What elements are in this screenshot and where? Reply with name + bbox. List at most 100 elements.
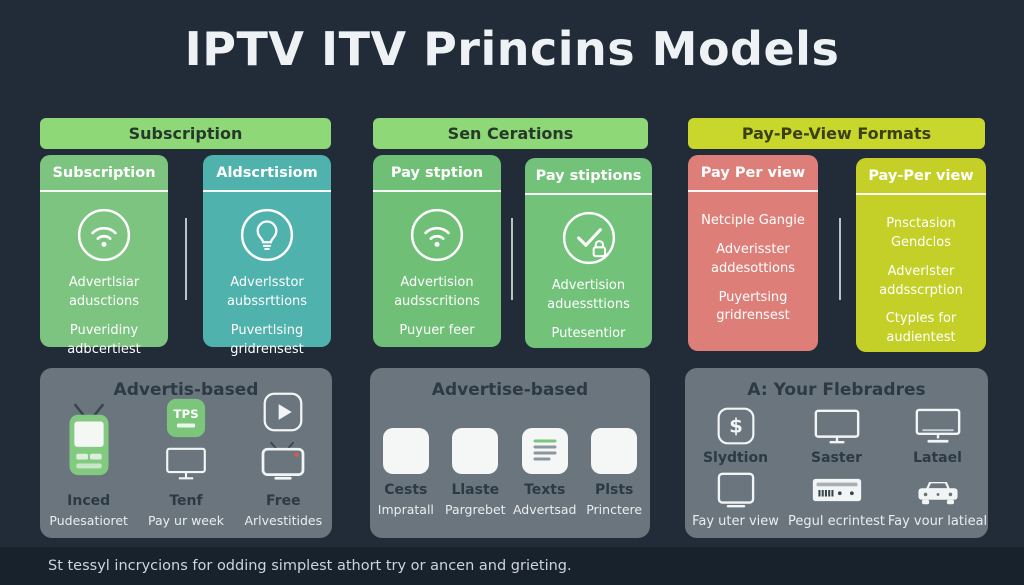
card-text: Advertision audsscritions	[394, 275, 480, 309]
item-label: Inced	[67, 493, 111, 509]
item-sublabel: Arlvestitides	[244, 513, 323, 528]
dollar-glyph: $	[729, 415, 743, 438]
column-header-sen-cerations: Sen Cerations	[373, 118, 648, 149]
item-label: Texts	[524, 482, 566, 498]
card-divider	[203, 190, 331, 192]
item-label: Saster	[811, 450, 862, 466]
card-text: Puvertlsing gridrensest	[230, 322, 304, 357]
car-icon	[913, 470, 963, 510]
monitor-stand-icon	[915, 406, 961, 446]
card-text: Netciple Gangie	[701, 213, 805, 228]
check-lock-icon	[560, 209, 618, 267]
page-title: IPTV ITV Princins Models	[184, 22, 840, 76]
card-title: Pay stiptions	[535, 168, 642, 184]
item-sublabel: Advertsad	[512, 502, 577, 517]
tablet-icon	[715, 470, 757, 510]
panel-item: Llaste Pargrebet	[442, 428, 509, 517]
card-pay-stption: Pay stption Advertision audsscritions Pu…	[373, 155, 501, 347]
panel-title: Advertis-based	[113, 380, 259, 400]
item-label: Plsts	[594, 482, 634, 498]
vertical-divider	[839, 218, 841, 300]
dollar-icon: $	[717, 406, 755, 446]
card-text: Adverisster addesottions	[711, 241, 795, 276]
vertical-divider	[511, 218, 513, 300]
app-square-icon	[382, 428, 429, 474]
card-text: Puveridiny adbcertiest	[67, 322, 141, 357]
card-title: Pay-Per view	[868, 168, 974, 184]
panel-item: Plsts Princtere	[581, 428, 648, 517]
panel-item: Saster	[786, 402, 887, 466]
panel-item: Pegul ecrintest	[786, 466, 887, 529]
item-label: Fay uter view	[692, 514, 779, 529]
footer-text: St tessyl incrycions for odding simplest…	[48, 558, 572, 574]
item-sublabel: Pudesatioret	[49, 513, 128, 528]
card-divider	[525, 193, 652, 195]
vertical-divider	[185, 218, 187, 300]
panel-title: Advertise-based	[431, 380, 589, 400]
card-subscription: Subscription Advertlsiar adusctions Puve…	[40, 155, 168, 357]
column-header-subscription: Subscription	[40, 118, 331, 149]
wifi-icon	[408, 206, 466, 264]
item-label: Cests	[384, 482, 428, 498]
card-text: Puyertsing gridrensest	[716, 289, 790, 324]
monitor-icon	[165, 447, 207, 485]
lightbulb-icon	[238, 206, 296, 264]
card-text: Advertlsiar adusctions	[68, 275, 140, 309]
item-label: Llaste	[451, 482, 500, 498]
panel-your-flebradres: A: Your Flebradres $ Slydtion	[685, 368, 988, 538]
set-top-box-icon	[811, 470, 863, 510]
item-label: Fay vour latieal	[887, 514, 988, 529]
card-pay-per-view: Pay Per view Netciple Gangie Adverisster…	[688, 155, 818, 351]
panel-item: TPS Tenf Pay ur week	[138, 398, 234, 528]
retro-tv-icon	[63, 403, 115, 485]
card-divider	[688, 190, 818, 192]
item-label: Tenf	[169, 493, 203, 509]
card-divider	[40, 190, 168, 192]
item-sublabel: Pargrebet	[444, 502, 506, 517]
item-sublabel: Impratall	[377, 502, 434, 517]
panel-item: Latael	[887, 402, 988, 466]
panel-item: Free Arlvestitides	[235, 392, 331, 528]
card-text: Advertision aduessttions	[547, 278, 630, 312]
card-divider	[856, 193, 986, 195]
card-text: Adverlsstor aubssrttions	[226, 275, 308, 309]
item-sublabel: Pay ur week	[148, 513, 224, 528]
tps-badge-icon: TPS	[166, 398, 206, 442]
item-label: Pegul ecrintest	[788, 514, 885, 529]
card-divider	[373, 190, 501, 192]
panel-advertis-based: Advertis-based Inced Pudesatioret	[40, 368, 332, 538]
card-text: Pnsctasion Gendclos	[886, 216, 956, 250]
card-title: Pay stption	[390, 165, 484, 181]
play-button-icon	[263, 392, 303, 436]
panel-item: Texts Advertsad	[511, 428, 578, 517]
app-square-icon	[452, 428, 499, 474]
monitor-icon	[814, 406, 860, 446]
column-header-pay-per-view-formats: Pay-Pe-View Formats	[688, 118, 985, 149]
panel-item: Fay vour latieal	[887, 466, 988, 529]
tps-badge-label: TPS	[173, 407, 198, 421]
wifi-icon	[75, 206, 133, 264]
tv-antenna-icon	[259, 441, 307, 485]
card-text: Puyuer feer	[399, 322, 475, 338]
item-label: Free	[266, 493, 301, 509]
card-text: Adverlster addsscrption	[879, 263, 963, 298]
panel-item: Fay uter view	[685, 466, 786, 529]
item-sublabel: Princtere	[586, 502, 643, 517]
panel-item: $ Slydtion	[685, 402, 786, 466]
footer-bar: St tessyl incrycions for odding simplest…	[0, 547, 1024, 585]
text-list-icon	[521, 428, 568, 474]
app-square-icon	[591, 428, 638, 474]
panel-title: A: Your Flebradres	[747, 380, 926, 400]
card-text: Ctyples for audientest	[885, 311, 957, 346]
panel-item: Cests Impratall	[372, 428, 439, 517]
card-title: Subscription	[52, 165, 156, 181]
panel-advertise-based: Advertise-based Cests Impratall Llaste P…	[370, 368, 650, 538]
item-label: Latael	[913, 450, 962, 466]
panel-item: Inced Pudesatioret	[40, 403, 136, 528]
card-aldscrtisiom: Aldscrtisiom Adverlsstor aubssrttions Pu…	[203, 155, 331, 357]
item-label: Slydtion	[702, 450, 769, 466]
card-pay-per-view-2: Pay-Per view Pnsctasion Gendclos Adverls…	[856, 158, 986, 352]
card-text: Putesentior	[551, 325, 626, 341]
card-title: Pay Per view	[700, 165, 806, 181]
